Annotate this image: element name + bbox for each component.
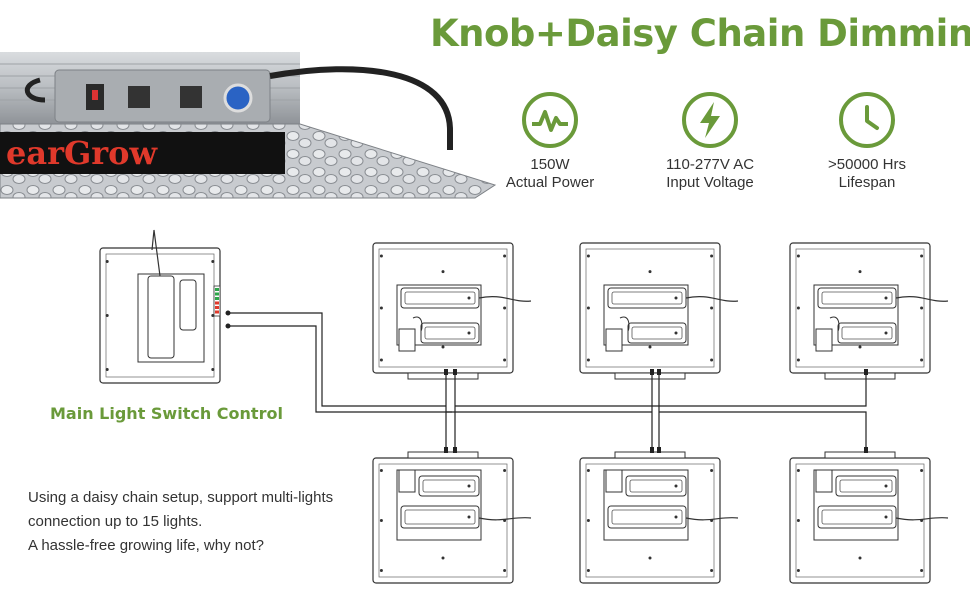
description-line-1: Using a daisy chain setup, support multi… (28, 489, 334, 506)
light-bottom-2 (579, 451, 739, 584)
feature-power-value: 150W (530, 156, 570, 173)
grow-light-product-image: earGrow (0, 52, 497, 199)
brand-text: earGrow (6, 134, 158, 172)
description-line-2: connection up to 15 lights. (28, 513, 203, 530)
light-top-2 (579, 242, 739, 380)
feature-voltage-value: 110-277V AC (665, 156, 755, 173)
light-bottom-1 (372, 451, 532, 584)
main-light-unit (99, 229, 221, 384)
light-top-3 (789, 242, 949, 380)
feature-voltage: 110-277V AC Input Voltage (635, 92, 785, 192)
feature-lifespan-label: Lifespan (838, 174, 896, 191)
rj-port-2 (180, 86, 202, 108)
brand-plate (0, 132, 285, 174)
feature-lifespan-value: >50000 Hrs (828, 156, 906, 173)
control-box (54, 69, 271, 123)
light-top-1 (372, 242, 532, 380)
daisy-chain-cables (225, 310, 868, 453)
feature-voltage-label: Input Voltage (666, 174, 754, 191)
lightning-icon (700, 102, 720, 138)
wave-icon (532, 110, 568, 132)
power-cord (269, 66, 453, 150)
rj-port-1 (128, 86, 150, 108)
feature-power-label: Actual Power (505, 174, 595, 191)
page-title: Knob+Daisy Chain Dimming (430, 12, 970, 55)
light-bottom-3 (789, 451, 949, 584)
dimming-knob (223, 83, 253, 113)
clock-icon (865, 105, 879, 130)
description-line-3: A hassle-free growing life, why not? (28, 537, 264, 554)
feature-lifespan: >50000 Hrs Lifespan (792, 92, 942, 192)
main-light-label: Main Light Switch Control (50, 404, 283, 423)
feature-power: 150W Actual Power (475, 92, 625, 192)
daisy-chain-description: Using a daisy chain setup, support multi… (28, 486, 388, 558)
